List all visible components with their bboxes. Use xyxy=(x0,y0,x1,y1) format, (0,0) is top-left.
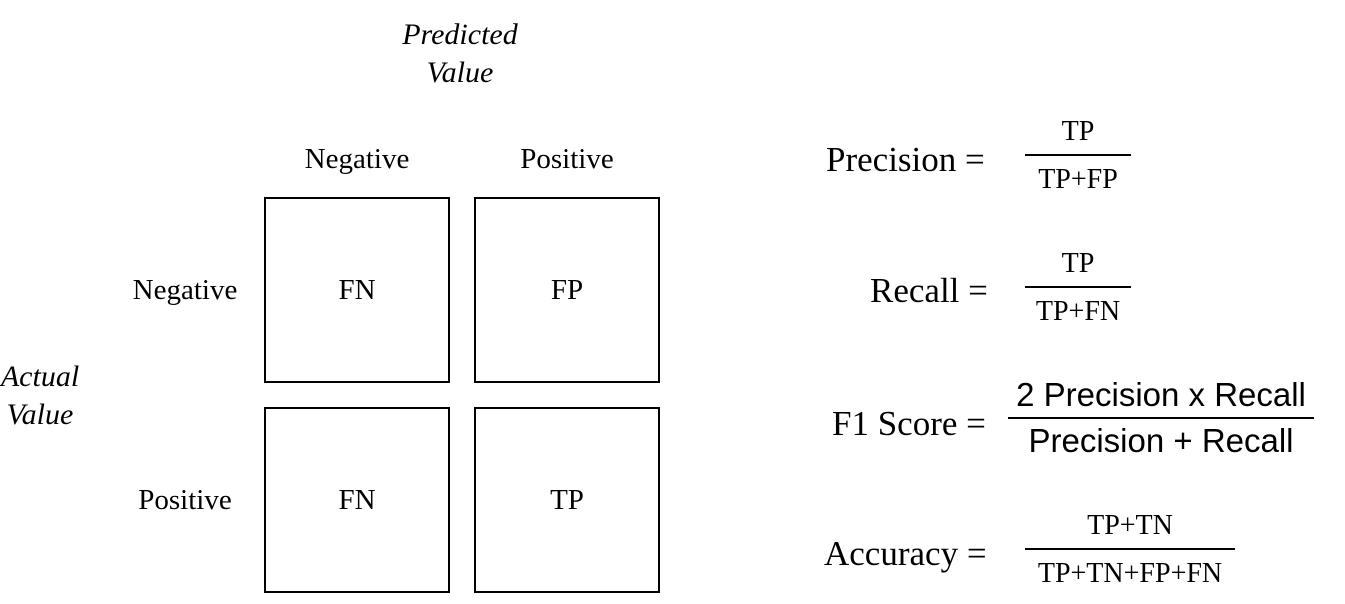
row-label-negative: Negative xyxy=(132,274,238,306)
recall-formula-name: Recall = xyxy=(870,271,988,310)
predicted-value-axis-title: Predicted Value xyxy=(370,16,550,92)
f1-score-fraction-bar xyxy=(1008,417,1314,419)
f1-score-denominator: Precision + Recall xyxy=(1028,422,1294,459)
accuracy-fraction-bar xyxy=(1025,548,1235,550)
precision-fraction: TP TP+FP xyxy=(1025,116,1131,196)
predicted-title-line2: Value xyxy=(426,56,494,89)
actual-value-axis-title: Actual Value xyxy=(0,358,100,434)
f1-score-fraction: 2 Precision x Recall Precision + Recall xyxy=(1008,377,1314,459)
precision-fraction-bar xyxy=(1025,154,1131,156)
recall-fraction: TP TP+FN xyxy=(1025,248,1131,328)
f1-score-numerator: 2 Precision x Recall xyxy=(1016,376,1306,413)
matrix-cell-negative-positive: FP xyxy=(474,197,660,383)
precision-formula-name: Precision = xyxy=(826,140,985,179)
row-label-positive: Positive xyxy=(138,484,232,516)
recall-numerator: TP xyxy=(1061,248,1095,279)
precision-denominator: TP+FP xyxy=(1038,164,1118,195)
matrix-cell-positive-positive: TP xyxy=(474,407,660,593)
column-label-positive: Positive xyxy=(520,143,614,175)
f1-score-formula-name: F1 Score = xyxy=(832,404,986,443)
recall-fraction-bar xyxy=(1025,286,1131,288)
matrix-cell-positive-negative: FN xyxy=(264,407,450,593)
accuracy-denominator: TP+TN+FP+FN xyxy=(1037,558,1223,589)
precision-numerator: TP xyxy=(1061,116,1095,147)
actual-title-line1: Actual xyxy=(0,360,80,393)
column-label-negative: Negative xyxy=(304,143,410,175)
accuracy-formula-name: Accuracy = xyxy=(824,534,987,573)
accuracy-fraction: TP+TN TP+TN+FP+FN xyxy=(1025,510,1235,590)
accuracy-numerator: TP+TN xyxy=(1087,510,1173,541)
matrix-cell-negative-negative: FN xyxy=(264,197,450,383)
actual-title-line2: Value xyxy=(6,398,74,431)
predicted-title-line1: Predicted xyxy=(402,18,518,51)
recall-denominator: TP+FN xyxy=(1035,296,1121,327)
